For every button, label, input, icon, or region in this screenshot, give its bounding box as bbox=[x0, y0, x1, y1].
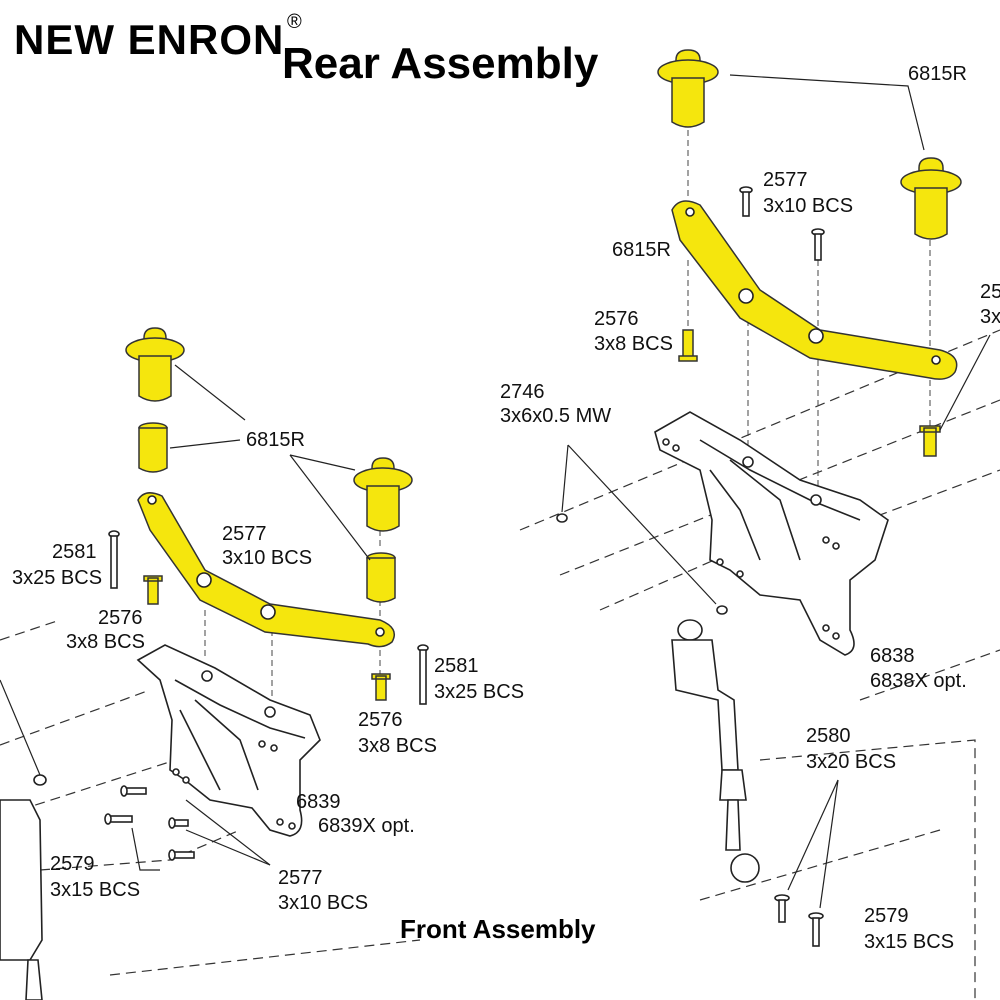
label-f-2581a-num: 2581 bbox=[52, 541, 97, 563]
label-f-6839-num: 6839 bbox=[296, 791, 341, 813]
label-2576-num: 2576 bbox=[594, 308, 639, 330]
label-2579-desc: 3x15 BCS bbox=[864, 931, 954, 953]
label-2580-num: 2580 bbox=[806, 725, 851, 747]
screw-2581-front bbox=[108, 530, 429, 705]
label-f-2576b-num: 2576 bbox=[358, 709, 403, 731]
label-f-2576b-desc: 3x8 BCS bbox=[358, 735, 437, 757]
label-6815r-top: 6815R bbox=[908, 63, 967, 85]
pin-2576-rear-left bbox=[678, 329, 698, 362]
pin-2576-front-right bbox=[371, 673, 391, 701]
label-f-6815r: 6815R bbox=[246, 429, 305, 451]
washer-2746-b bbox=[716, 605, 728, 615]
pin-2576-front-left bbox=[143, 575, 163, 605]
label-f-2579-num: 2579 bbox=[50, 853, 95, 875]
label-2577-num: 2577 bbox=[763, 169, 808, 191]
label-f-2576a-num: 2576 bbox=[98, 607, 143, 629]
body-post-6815r-front-right bbox=[353, 457, 413, 603]
label-f-2581a-desc: 3x25 BCS bbox=[12, 567, 102, 589]
rear-assembly bbox=[556, 49, 991, 947]
label-6815r-mid: 6815R bbox=[612, 239, 671, 261]
label-6838-num: 6838 bbox=[870, 645, 915, 667]
label-6838-desc: 6838X opt. bbox=[870, 670, 967, 692]
page-title: Rear Assembly bbox=[282, 39, 599, 88]
body-post-6815r-front-left bbox=[125, 327, 185, 473]
brand-name: NEW ENRON bbox=[14, 16, 284, 63]
screws-2580-2579-rear bbox=[774, 894, 824, 947]
label-f-2577b-desc: 3x10 BCS bbox=[278, 892, 368, 914]
shock-tower-6839 bbox=[136, 644, 321, 837]
label-2579-num: 2579 bbox=[864, 905, 909, 927]
shock-absorber-rear bbox=[671, 619, 760, 883]
screw-2577-rear bbox=[739, 186, 825, 261]
rear-labels: 6815R 2577 3x10 BCS 6815R 2576 3x8 BCS 2… bbox=[500, 63, 1000, 953]
body-mount-bar-6815r bbox=[671, 200, 958, 380]
label-25-cut-desc: 3x bbox=[980, 306, 1000, 328]
label-f-6839-desc: 6839X opt. bbox=[318, 815, 415, 837]
shock-tower-6838 bbox=[654, 411, 889, 656]
washer-2746-a bbox=[556, 513, 568, 523]
header: NEW ENRON ® Rear Assembly bbox=[14, 11, 599, 88]
label-f-2577-desc: 3x10 BCS bbox=[222, 547, 312, 569]
label-f-2577b-num: 2577 bbox=[278, 867, 323, 889]
front-labels: 6815R 2577 3x10 BCS 2581 3x25 BCS 2576 3… bbox=[12, 429, 524, 914]
front-assembly-title: Front Assembly bbox=[400, 914, 596, 944]
label-f-2577-num: 2577 bbox=[222, 523, 267, 545]
label-25-cut-num: 25 bbox=[980, 281, 1000, 303]
body-post-6815r-right bbox=[900, 157, 962, 240]
front-assembly bbox=[0, 327, 429, 1000]
shock-absorber-front bbox=[0, 774, 47, 1000]
label-2580-desc: 3x20 BCS bbox=[806, 751, 896, 773]
label-f-2576a-desc: 3x8 BCS bbox=[66, 631, 145, 653]
registered-mark: ® bbox=[287, 11, 302, 33]
label-2576-desc: 3x8 BCS bbox=[594, 333, 673, 355]
body-mount-bar-6815r-front bbox=[137, 492, 395, 648]
pin-rear-right bbox=[919, 425, 941, 457]
label-f-2581b-desc: 3x25 BCS bbox=[434, 681, 524, 703]
label-2746-desc: 3x6x0.5 MW bbox=[500, 405, 611, 427]
label-f-2579-desc: 3x15 BCS bbox=[50, 879, 140, 901]
label-f-2581b-num: 2581 bbox=[434, 655, 479, 677]
body-post-6815r-left bbox=[657, 49, 719, 128]
screws-2579-2577-front bbox=[104, 785, 195, 861]
label-2577-desc: 3x10 BCS bbox=[763, 195, 853, 217]
label-2746-num: 2746 bbox=[500, 381, 545, 403]
